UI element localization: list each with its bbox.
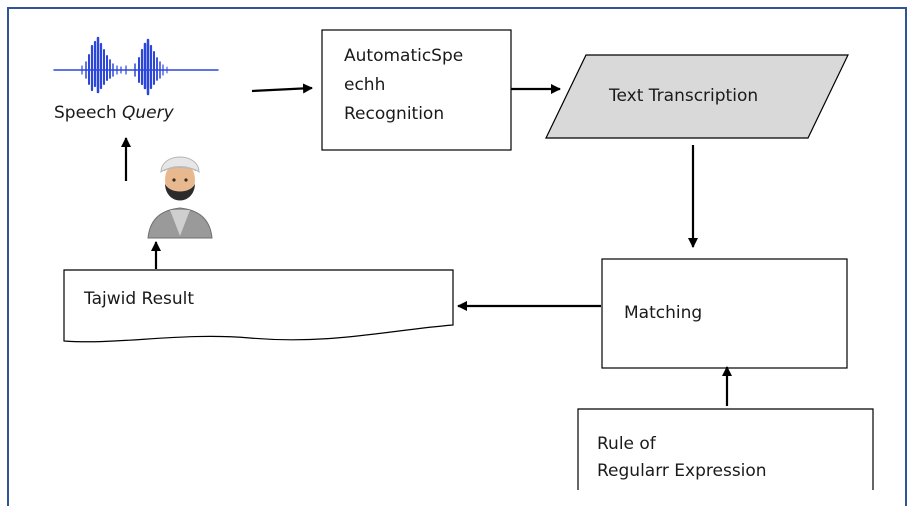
speech-query-label-emphasis: Query — [122, 103, 174, 123]
asr-label: AutomaticSpe echh Recognition — [344, 42, 463, 129]
rule-label-line: Regularr Expression — [597, 461, 767, 481]
frame-border — [7, 7, 907, 506]
reciter-person-icon — [147, 156, 213, 239]
tajwid-result-label: Tajwid Result — [84, 289, 195, 309]
asr-label-line: AutomaticSpe — [344, 46, 464, 66]
matching-box — [601, 258, 848, 369]
rule-box — [577, 408, 874, 490]
speech-query-label: Speech Query — [54, 101, 174, 125]
rule-label-line: Rule of — [597, 434, 656, 454]
asr-label-line: Recognition — [344, 104, 445, 124]
text-transcription-label: Text Transcription — [609, 86, 759, 106]
tajwid-result-document — [63, 269, 454, 343]
matching-label: Matching — [624, 303, 703, 323]
audio-waveform-icon — [53, 36, 219, 96]
speech-query-label-main: Speech — [54, 103, 123, 123]
text-transcription-parallelogram — [545, 54, 849, 139]
asr-label-line: echh — [344, 75, 386, 95]
arrow-query-to-asr — [251, 83, 313, 94]
rule-label: Rule of Regularr Expression — [597, 431, 767, 485]
